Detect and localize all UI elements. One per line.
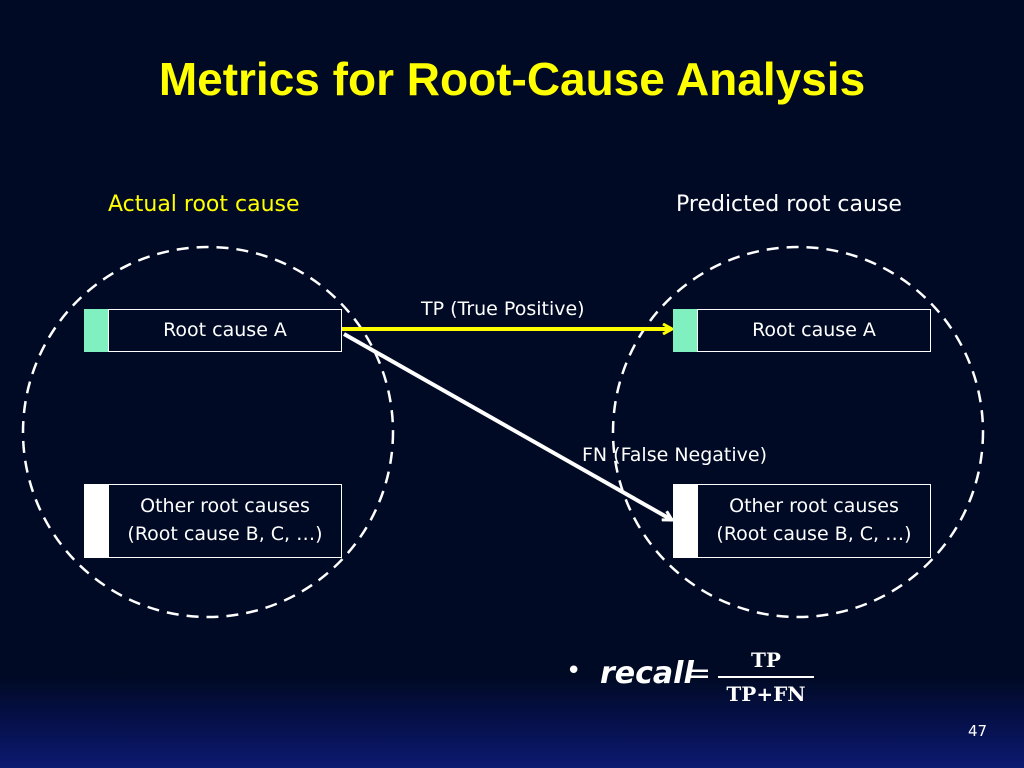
box-line1: Other root causes	[729, 495, 899, 518]
fraction-denominator: TP+FN	[726, 682, 806, 706]
bullet-icon: •	[566, 656, 582, 686]
actual-root-cause-a-box: Root cause A	[108, 309, 342, 352]
actual-root-cause-label: Actual root cause	[108, 192, 300, 217]
box-label: Root cause A	[163, 318, 287, 341]
fraction-bar	[718, 676, 814, 678]
predicted-group-circle	[611, 245, 985, 619]
page-number: 47	[968, 722, 988, 740]
recall-fraction: TP TP+FN	[718, 646, 814, 708]
box-label: Root cause A	[752, 318, 876, 341]
fn-arrow	[343, 332, 672, 522]
match-tab	[673, 309, 699, 352]
predicted-root-cause-a-box: Root cause A	[697, 309, 931, 352]
match-tab	[84, 309, 110, 352]
tp-label: TP (True Positive)	[421, 298, 585, 320]
fn-label: FN (False Negative)	[582, 444, 768, 466]
predicted-root-cause-label: Predicted root cause	[676, 192, 902, 217]
box-line2: (Root cause B, C, …)	[716, 523, 912, 545]
predicted-other-causes-box: Other root causes (Root cause B, C, …)	[697, 484, 931, 558]
actual-other-causes-box: Other root causes (Root cause B, C, …)	[108, 484, 342, 558]
box-line2: (Root cause B, C, …)	[127, 523, 323, 545]
box-line1: Other root causes	[140, 495, 310, 518]
recall-formula: • recall = TP TP+FN	[566, 646, 846, 708]
other-tab	[673, 484, 699, 558]
actual-group-circle	[21, 245, 395, 619]
recall-term: recall	[600, 656, 694, 691]
other-tab	[84, 484, 110, 558]
equals-sign: =	[686, 656, 712, 691]
slide-title: Metrics for Root-Cause Analysis	[158, 53, 866, 105]
fraction-numerator: TP	[751, 648, 781, 672]
